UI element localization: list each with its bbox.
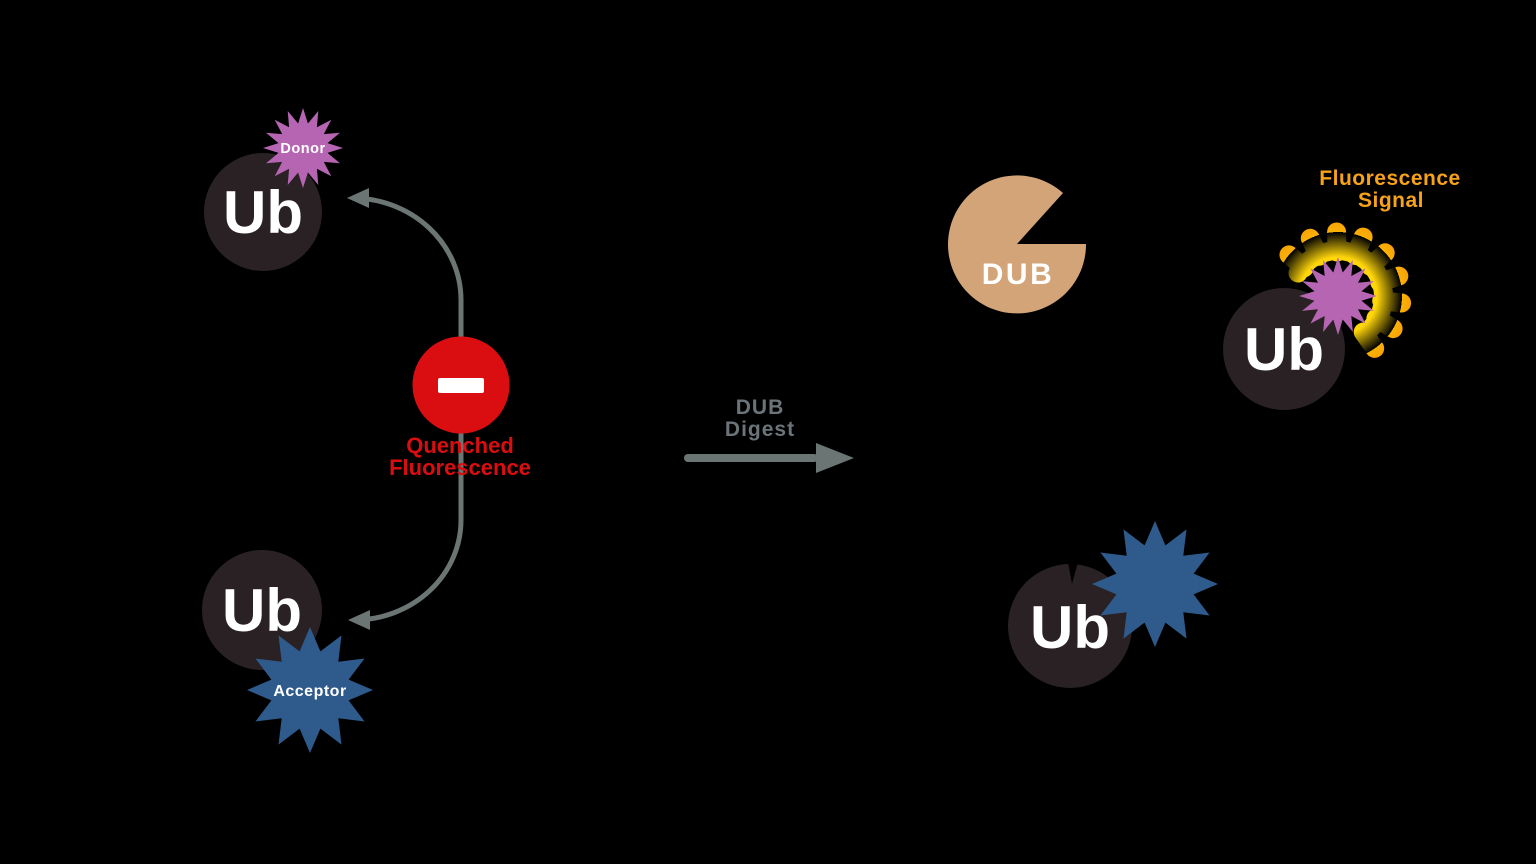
donor-ub-label: Ub <box>223 179 303 246</box>
signal-donor-star-icon <box>1299 257 1377 335</box>
acceptor-fluorophore-star-icon <box>247 627 373 753</box>
digest-arrowhead-icon <box>816 443 854 473</box>
digest-caption-line2: Digest <box>725 418 795 441</box>
glow-ray-icon <box>1370 266 1409 292</box>
released-ub-circle <box>1008 564 1132 688</box>
fluorescence-glow-icon <box>1279 222 1412 358</box>
digest-caption-line1: DUB <box>736 396 785 419</box>
glow-ray-icon <box>1279 245 1314 278</box>
dub-enzyme-pacman-icon <box>948 175 1087 314</box>
signal-caption-line2: Signal <box>1358 189 1424 212</box>
signal-caption-line1: Fluorescence <box>1319 167 1460 190</box>
donor-fluorophore-star-icon <box>263 108 343 188</box>
released-acceptor-star-icon <box>1092 521 1218 647</box>
quenched-caption-line1: Quenched <box>406 433 514 458</box>
signal-ub-label: Ub <box>1244 316 1324 383</box>
glow-ray-icon <box>1353 322 1385 358</box>
acceptor-ub-circle <box>202 550 322 670</box>
glow-ray-icon <box>1300 228 1329 266</box>
acceptor-star-label: Acceptor <box>273 683 346 700</box>
arrowhead-to-acceptor-icon <box>348 610 370 630</box>
minus-icon <box>438 378 484 393</box>
dub-enzyme-label: DUB <box>982 258 1055 291</box>
acceptor-ub-label: Ub <box>222 577 302 644</box>
glow-ray-icon <box>1372 291 1412 313</box>
donor-ub-circle <box>204 153 322 271</box>
released-ub-notch <box>1068 562 1078 584</box>
released-ub-label: Ub <box>1030 594 1110 661</box>
donor-star-label: Donor <box>280 141 325 157</box>
glow-ray-icon <box>1360 243 1395 276</box>
glow-ray-icon <box>1366 308 1403 339</box>
quenched-caption-line2: Fluorescence <box>389 455 531 480</box>
glow-ray-icon <box>1345 227 1373 265</box>
arrowhead-to-donor-icon <box>347 188 369 208</box>
